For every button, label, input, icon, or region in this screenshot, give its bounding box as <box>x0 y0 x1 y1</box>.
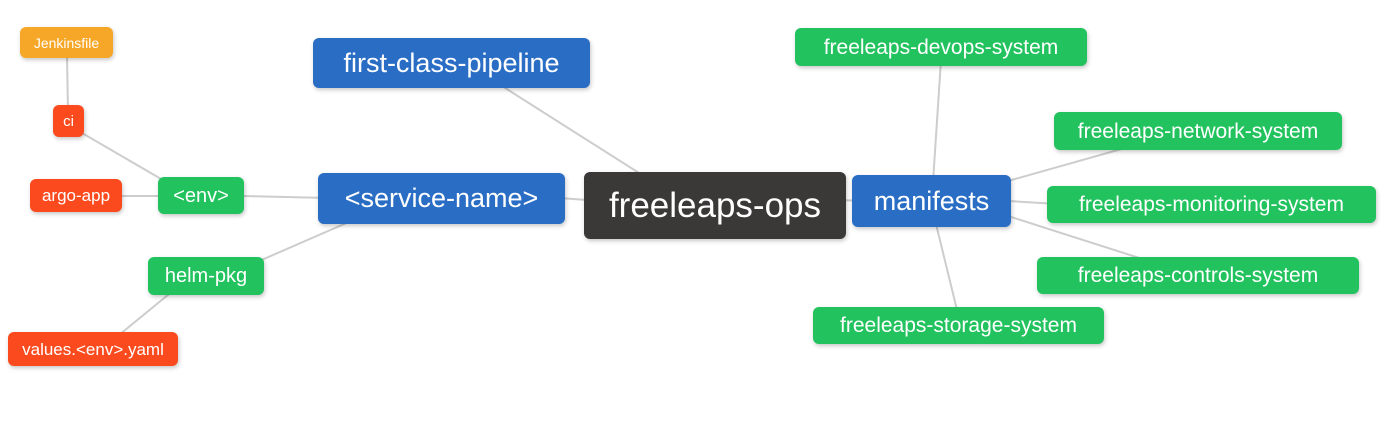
mindmap-node-helm-pkg[interactable]: helm-pkg <box>148 257 264 295</box>
edge-values-env-yaml--helm-pkg <box>118 289 175 336</box>
mindmap-node-jenkinsfile[interactable]: Jenkinsfile <box>20 27 113 58</box>
mindmap-node-freeleaps-storage-system[interactable]: freeleaps-storage-system <box>813 307 1104 344</box>
edge-first-class-pipeline--freeleaps-ops <box>501 85 651 181</box>
edge-manifests--freeleaps-network-system <box>1007 147 1126 182</box>
edge-env--service-name <box>241 195 329 199</box>
edge-helm-pkg--service-name <box>249 217 359 266</box>
mindmap-node-manifests[interactable]: manifests <box>852 175 1011 227</box>
mindmap-node-freeleaps-ops[interactable]: freeleaps-ops <box>584 172 846 239</box>
mindmap-node-service-name[interactable]: <service-name> <box>318 173 565 224</box>
mindmap-node-freeleaps-network-system[interactable]: freeleaps-network-system <box>1054 112 1342 150</box>
edge-manifests--freeleaps-storage-system <box>935 223 959 315</box>
mindmap-node-ci[interactable]: ci <box>53 105 84 137</box>
mindmap-node-freeleaps-monitoring-system[interactable]: freeleaps-monitoring-system <box>1047 186 1376 223</box>
edge-jenkinsfile--ci <box>66 55 69 113</box>
mindmap-node-freeleaps-devops-system[interactable]: freeleaps-devops-system <box>795 28 1087 66</box>
mindmap-node-argo-app[interactable]: argo-app <box>30 179 122 212</box>
edge-manifests--freeleaps-controls-system <box>1007 215 1156 264</box>
mindmap-node-first-class-pipeline[interactable]: first-class-pipeline <box>313 38 590 88</box>
edge-manifests--freeleaps-devops-system <box>932 59 942 183</box>
mindmap-node-values-env-yaml[interactable]: values.<env>.yaml <box>8 332 178 366</box>
mindmap-node-env[interactable]: <env> <box>158 177 244 214</box>
mindmap-node-freeleaps-controls-system[interactable]: freeleaps-controls-system <box>1037 257 1359 294</box>
